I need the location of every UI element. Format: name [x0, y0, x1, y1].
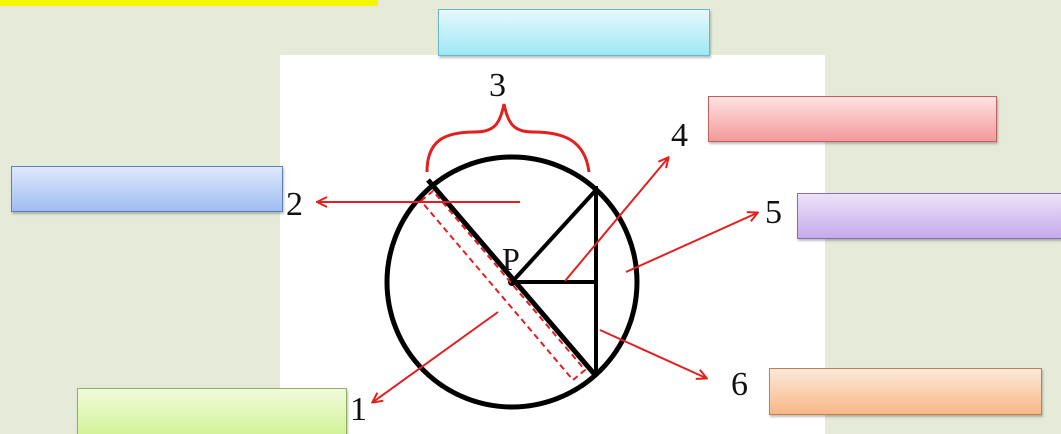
answer-box-2[interactable] [11, 166, 283, 212]
highlight-strip [0, 0, 378, 6]
answer-box-4[interactable] [708, 96, 997, 142]
label-p: P [502, 241, 520, 277]
label-3: 3 [489, 67, 506, 104]
upper-diagonal-line [510, 188, 598, 284]
point-p [508, 278, 516, 286]
answer-box-3[interactable] [438, 9, 710, 56]
brace-3 [425, 103, 591, 173]
label-2: 2 [286, 186, 303, 223]
label-5: 5 [765, 194, 782, 231]
arrow-5 [625, 213, 757, 273]
answer-box-1[interactable] [77, 388, 347, 434]
label-4: 4 [671, 117, 688, 154]
arrow-1 [373, 311, 499, 402]
answer-box-5[interactable] [797, 193, 1061, 239]
label-1: 1 [350, 391, 367, 428]
label-6: 6 [731, 366, 748, 403]
arrow-6 [599, 329, 706, 378]
answer-box-6[interactable] [769, 368, 1042, 415]
outer-circle [384, 154, 640, 410]
dashed-region [419, 189, 587, 382]
arrow-4 [564, 158, 668, 282]
